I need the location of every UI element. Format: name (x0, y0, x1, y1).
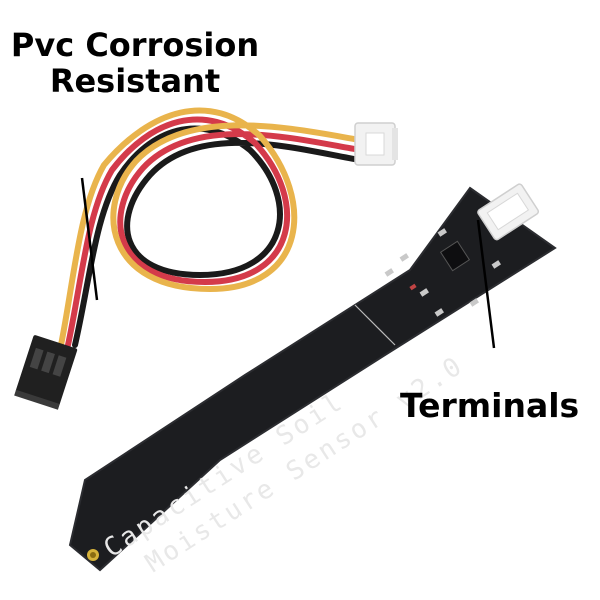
pcb-board (68, 186, 557, 572)
white-connector-top (354, 122, 398, 166)
callout-corrosion-resistant: Pvc Corrosion Resistant (0, 26, 270, 100)
wire-black (72, 125, 363, 348)
pcb-components (384, 228, 501, 317)
white-connector-board (477, 183, 540, 241)
callout-corrosion-line2: Resistant (49, 61, 221, 100)
dupont-connector (14, 335, 78, 410)
callout-corrosion-line1: Pvc Corrosion (10, 26, 260, 64)
callout-terminals: Terminals (400, 386, 580, 425)
cable-bundle (58, 107, 363, 348)
pointer-line-right (476, 219, 496, 349)
wire-yellow (58, 107, 363, 348)
pointer-line-left (80, 177, 99, 301)
wire-red (65, 116, 363, 348)
